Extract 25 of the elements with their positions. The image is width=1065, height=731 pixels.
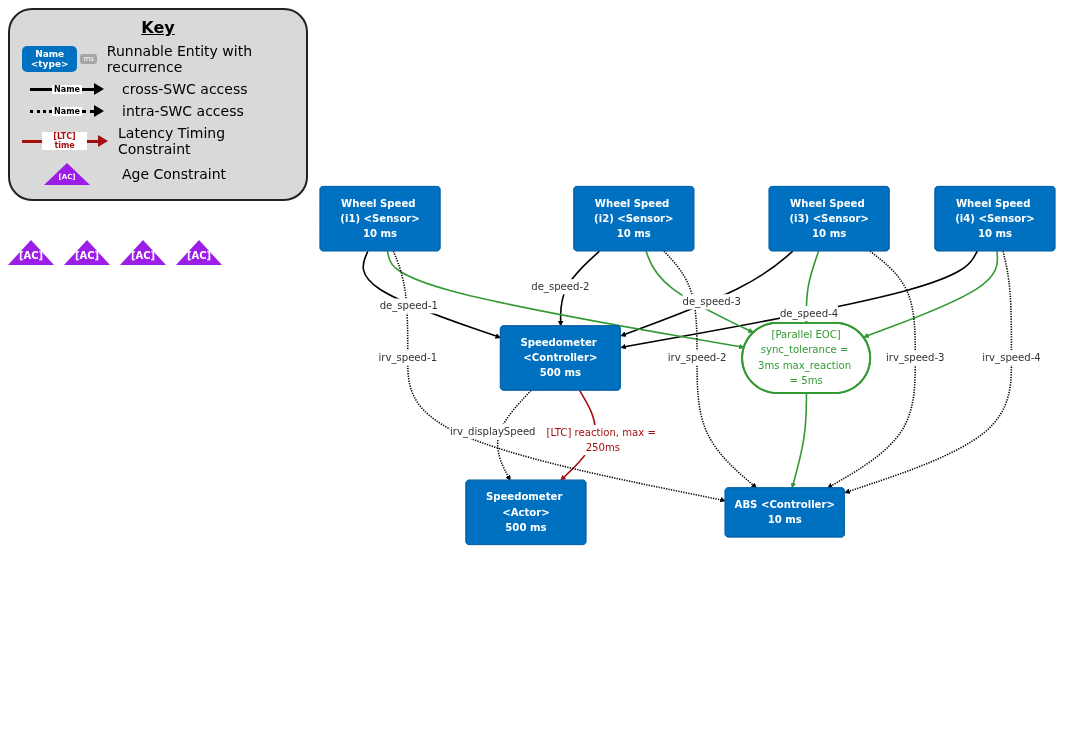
arrow: [620, 250, 794, 337]
edge-label: de_speed-2: [531, 280, 590, 293]
edge-label: [LTC] reaction, max = 250ms: [546, 426, 656, 454]
arrow: [827, 250, 917, 489]
arrow: [863, 250, 999, 339]
edge-label: irv_speed-1: [378, 351, 438, 364]
legend-text: Age Constraint: [122, 166, 227, 182]
edge-label: de_speed-1: [379, 299, 438, 312]
edge-label: irv_speed-2: [667, 351, 727, 364]
edge-label: de_speed-4: [779, 307, 839, 320]
arrow: [790, 392, 808, 489]
legend-text: Runnable Entity with recurrence: [106, 43, 254, 75]
legend-text: cross-SWC access: [122, 81, 248, 97]
legend-text: Latency Timing Constraint: [118, 125, 227, 157]
edge-label: irv_speed-4: [982, 351, 1041, 364]
edge-label: irv_displaySpeed: [449, 425, 536, 438]
key-title: Key: [140, 18, 176, 37]
sample-box: Name <type>: [22, 46, 78, 72]
edge-label: de_speed-3: [682, 295, 741, 308]
edge-label: irv_speed-3: [885, 351, 945, 364]
arrow: [663, 250, 757, 489]
arrow: [496, 389, 532, 481]
arrow: [844, 250, 1013, 494]
legend-text: intra-SWC access: [122, 103, 244, 119]
arrow: [362, 250, 501, 339]
